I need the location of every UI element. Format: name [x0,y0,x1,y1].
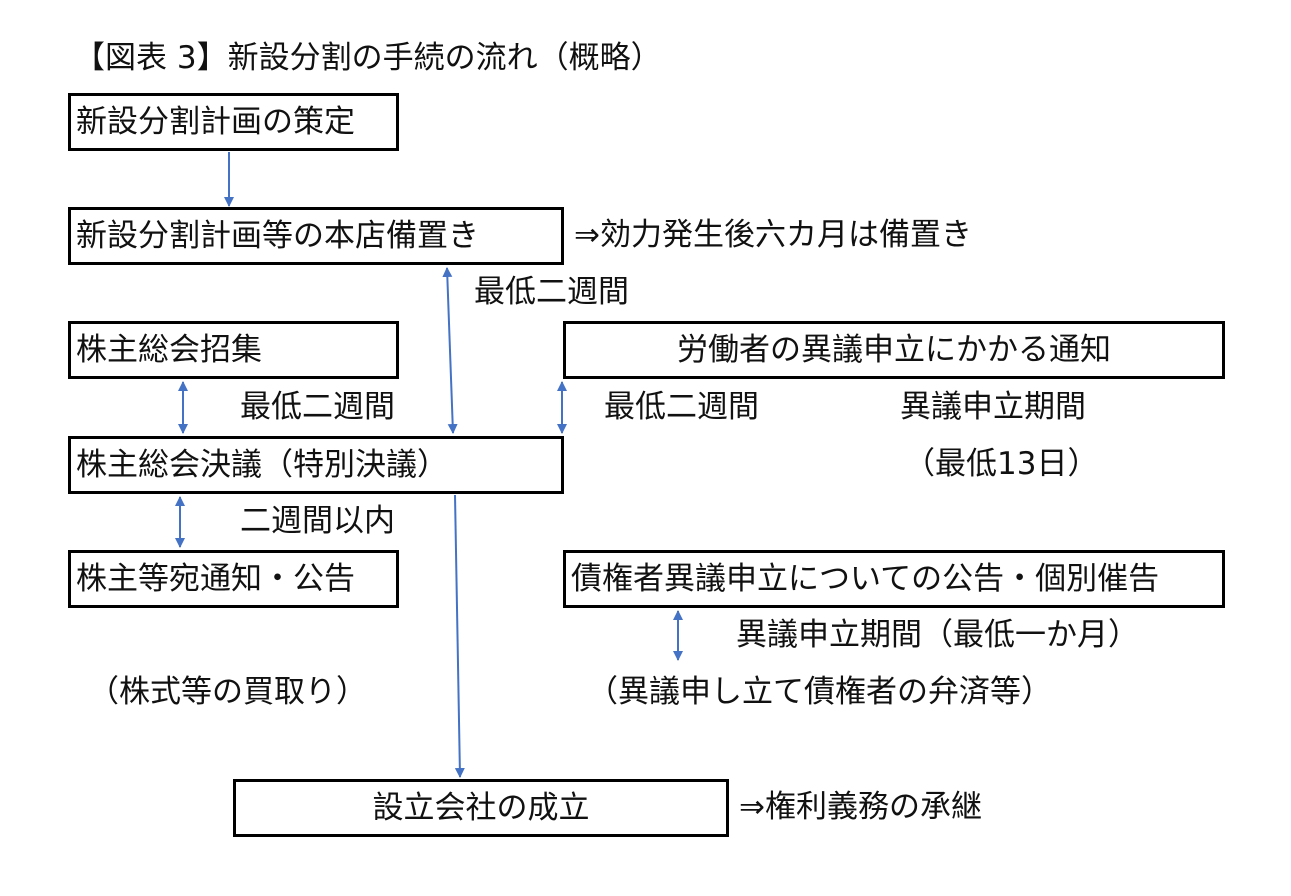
arrow-resolution-established [454,494,465,778]
label-creditor-period: 異議申立期間（最低一か月） [736,617,1139,653]
label-creditor-repay: （異議申し立て債権者の弁済等） [587,674,1052,710]
label-labor-period-min: （最低13日） [904,446,1099,482]
box-labor-notice: 労働者の異議申立にかかる通知 [563,321,1225,379]
label-two-weeks-filing: 最低二週間 [474,274,629,310]
box-plan: 新設分割計画の策定 [68,93,399,151]
arrow-filing-resolution [442,267,458,434]
label-two-weeks-labor: 最低二週間 [604,389,759,425]
label-filing-note: ⇒効力発生後六カ月は備置き [574,217,972,253]
label-succession: ⇒権利義務の承継 [739,789,982,825]
box-filing: 新設分割計画等の本店備置き [68,207,564,265]
label-two-weeks-meeting: 最低二週間 [240,389,395,425]
box-established: 設立会社の成立 [233,779,729,837]
box-convocation: 株主総会招集 [68,321,399,379]
box-resolution: 株主総会決議（特別決議） [68,436,564,494]
label-buyback: （株式等の買取り） [88,674,367,710]
label-labor-period: 異議申立期間 [900,389,1086,425]
box-creditor-notice: 債権者異議申立についての公告・個別催告 [563,550,1225,608]
label-within-two-weeks: 二週間以内 [240,503,395,539]
diagram-title: 【図表 3】新設分割の手続の流れ（概略） [74,40,662,76]
box-notice-holders: 株主等宛通知・公告 [68,550,399,608]
